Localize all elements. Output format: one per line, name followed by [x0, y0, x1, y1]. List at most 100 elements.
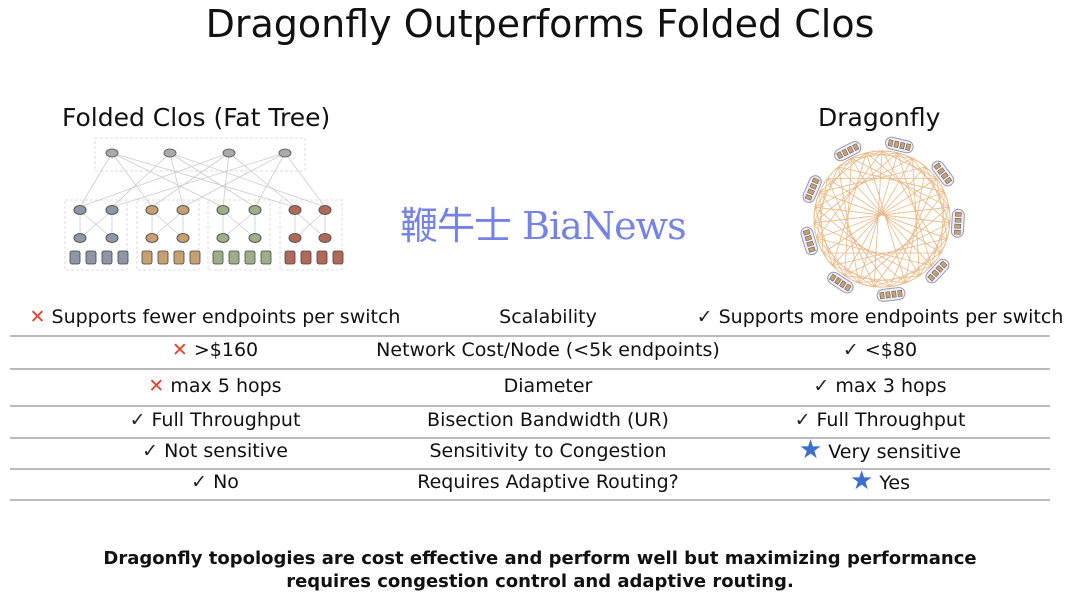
- global-link: [816, 238, 860, 284]
- link: [222, 152, 230, 208]
- router-icon: [885, 291, 891, 299]
- global-link: [832, 152, 867, 266]
- clos-value-text: Not sensitive: [164, 440, 288, 462]
- clos-value-text: >$160: [193, 339, 259, 361]
- row-divider: [10, 437, 1050, 439]
- check-mark-icon: ✓: [129, 409, 146, 431]
- link: [222, 210, 256, 239]
- server-icon: [173, 250, 185, 265]
- router-icon: [806, 240, 814, 247]
- server-icon: [228, 250, 240, 265]
- router-icon: [899, 142, 906, 150]
- edge-switch-icon: [73, 233, 87, 243]
- global-link: [865, 152, 906, 284]
- row-divider: [10, 335, 1050, 337]
- global-link: [814, 157, 852, 208]
- dragonfly-value-text: <$80: [864, 339, 918, 361]
- metric-label: Scalability: [499, 306, 597, 328]
- global-link: [819, 166, 926, 193]
- dragonfly-value: ★ Very sensitive: [799, 437, 961, 463]
- link: [169, 152, 326, 208]
- edge-switch-icon: [176, 233, 190, 243]
- pod-box: [279, 199, 343, 271]
- server-icon: [117, 250, 129, 265]
- dragonfly-value: ★ Yes: [850, 468, 910, 494]
- global-link: [931, 207, 950, 266]
- server-icon: [300, 250, 312, 265]
- global-link: [889, 178, 937, 287]
- folded-clos-title: Folded Clos (Fat Tree): [62, 103, 331, 132]
- link: [151, 210, 184, 239]
- metric-label: Bisection Bandwidth (UR): [427, 409, 669, 431]
- server-icon: [316, 250, 328, 265]
- table-row: ✕ >$160 Network Cost/Node (<5k endpoints)…: [18, 339, 1048, 371]
- metric-label: Network Cost/Node (<5k endpoints): [376, 339, 720, 361]
- dragonfly-group-icon: [827, 271, 854, 294]
- dragonfly-group-icon: [925, 258, 950, 284]
- global-link: [897, 152, 945, 193]
- check-mark-icon: ✓: [142, 440, 159, 462]
- dragonfly-group-icon: [876, 287, 906, 302]
- aggregation-switch-icon: [216, 205, 230, 215]
- dragonfly-group-icon: [950, 208, 965, 238]
- global-link: [858, 206, 950, 284]
- global-link: [814, 206, 906, 284]
- edge-switch-icon: [288, 233, 302, 243]
- global-link: [866, 152, 913, 159]
- link: [294, 210, 326, 239]
- star-icon: ★: [798, 435, 823, 465]
- global-link: [940, 192, 945, 254]
- metric-label-text: Requires Adaptive Routing?: [417, 471, 679, 493]
- server-icon: [141, 250, 153, 265]
- global-link: [816, 238, 932, 267]
- router-icon: [905, 143, 912, 151]
- clos-value-text: max 5 hops: [170, 375, 282, 397]
- spine-switch-icon: [222, 148, 236, 158]
- metric-label-text: Diameter: [503, 375, 593, 397]
- row-divider: [10, 499, 1050, 501]
- router-icon: [829, 273, 837, 282]
- router-icon: [893, 140, 900, 149]
- global-link: [819, 191, 891, 287]
- link: [111, 152, 171, 208]
- router-icon: [954, 229, 961, 235]
- server-icon: [157, 250, 169, 265]
- global-link: [866, 152, 951, 224]
- dragonfly-group-icon: [802, 175, 822, 203]
- link: [111, 152, 296, 208]
- global-link: [819, 192, 824, 254]
- x-mark-icon: ✕: [171, 339, 188, 361]
- global-link: [889, 252, 942, 287]
- router-icon: [939, 260, 948, 269]
- aggregation-switch-icon: [145, 205, 159, 215]
- clos-value: ✕ >$160: [172, 339, 258, 361]
- router-icon: [839, 280, 847, 289]
- dragonfly-value: ✓ max 3 hops: [813, 375, 946, 397]
- dragonfly-group-icon: [931, 160, 955, 187]
- server-icon: [212, 250, 224, 265]
- dragonfly-diagram: [800, 136, 965, 302]
- ring: [813, 150, 951, 288]
- dragonfly-value-text: Supports more endpoints per switch: [718, 306, 1064, 328]
- row-divider: [10, 405, 1050, 407]
- global-link: [925, 166, 951, 224]
- server-icon: [101, 250, 113, 265]
- router-icon: [955, 211, 962, 217]
- clos-value: ✕ Supports fewer endpoints per switch: [30, 306, 401, 328]
- dragonfly-title: Dragonfly: [818, 103, 941, 132]
- check-mark-icon: ✓: [191, 471, 208, 493]
- router-icon: [846, 145, 854, 154]
- aggregation-switch-icon: [73, 205, 87, 215]
- global-link: [904, 238, 948, 284]
- router-icon: [954, 217, 962, 223]
- link: [111, 152, 286, 208]
- router-icon: [933, 162, 942, 171]
- metric-label-text: Scalability: [499, 306, 597, 328]
- server-icon: [189, 250, 201, 265]
- server-icon: [69, 250, 81, 265]
- metric-label: Requires Adaptive Routing?: [417, 471, 679, 493]
- router-icon: [891, 290, 897, 298]
- server-icon: [332, 250, 344, 265]
